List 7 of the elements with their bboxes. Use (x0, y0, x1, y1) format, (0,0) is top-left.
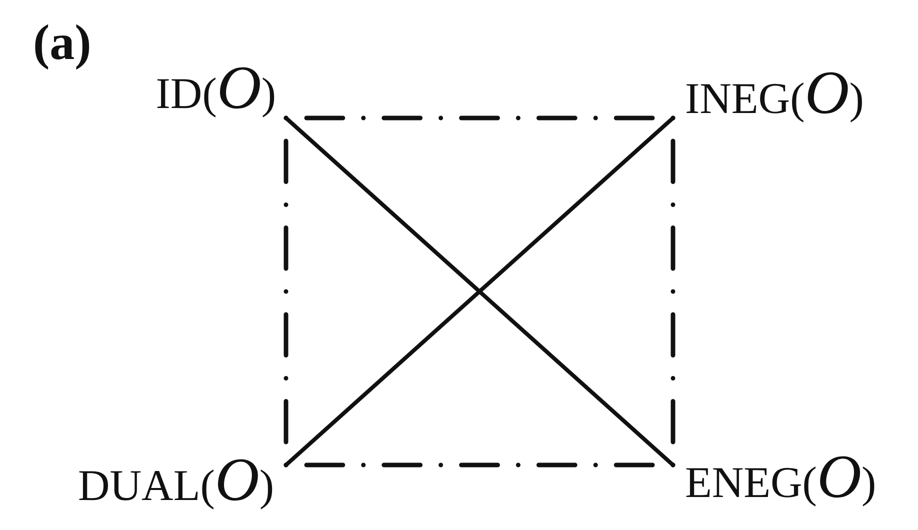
operator-label: ID(O) (130, 64, 286, 124)
operator-label: INEG(O) (673, 69, 898, 129)
operator-label: DUAL(O) (56, 456, 286, 516)
operator-label: ENEG(O) (673, 453, 898, 513)
panel-label: (a) (33, 17, 92, 67)
dash-dot-line (284, 462, 676, 468)
diagonal-cross (284, 116, 674, 466)
